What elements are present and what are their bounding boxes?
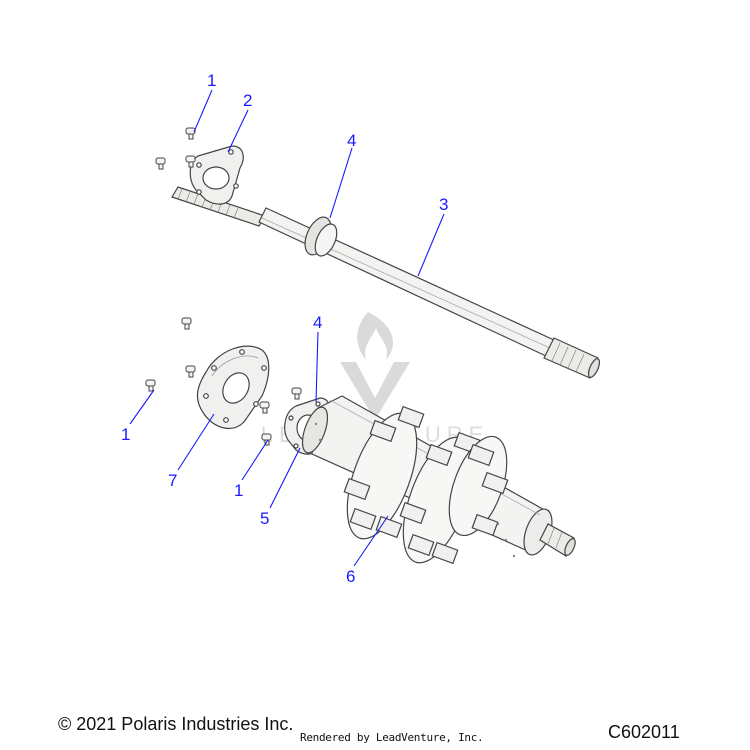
leader-c5 [269,447,301,509]
leader-c4b [315,331,319,403]
leader-c6 [353,515,389,567]
callout-labels: 1 2 4 3 4 1 7 1 5 6 [121,71,448,586]
leader-c7 [177,413,215,471]
shaft-body [258,207,555,357]
callout-4: 4 [313,313,322,332]
callout-3: 3 [439,195,448,214]
sprocket-wheel-2 [399,431,481,565]
callout-leaders [129,89,445,567]
bolt-icon [181,317,192,330]
callout-7: 7 [168,471,177,490]
callout-1: 1 [207,71,216,90]
bolt-icon [185,365,196,378]
shaft-spline-lines [177,188,239,219]
leader-c4a [329,147,353,219]
drawing-id: C602011 [608,722,680,742]
callout-6: 6 [346,567,355,586]
bolt-group-upper [155,127,196,170]
bolt-group-lower-right [259,387,302,446]
leader-c1a [193,89,213,133]
collar-part-4a [304,216,338,257]
callout-4: 4 [347,131,356,150]
leader-c1b [129,389,155,425]
callout-5: 5 [260,509,269,528]
bolt-icon [145,379,156,392]
bolt-icon [259,401,270,414]
bolt-icon [185,155,196,168]
drive-sprocket-part-6 [301,395,576,565]
leader-c1c [241,439,269,481]
bolt-icon [291,387,302,400]
bolt-icon [155,157,166,170]
sprocket-wheel-1 [343,405,425,540]
leader-c2 [227,109,249,153]
copyright-text: © 2021 Polaris Industries Inc. [58,714,294,734]
bolt-icon [185,127,196,140]
rendered-by-text: Rendered by LeadVenture, Inc. [300,731,484,744]
watermark-logo-icon [340,312,410,420]
callout-1: 1 [121,425,130,444]
bolt-group-lower-left [145,317,196,392]
plate-part-7 [196,345,270,430]
callout-2: 2 [243,91,252,110]
seal-plate-part-2 [189,145,244,205]
sprocket-wheel-3 [448,435,509,537]
callout-1: 1 [234,481,243,500]
leader-c3 [417,213,445,277]
